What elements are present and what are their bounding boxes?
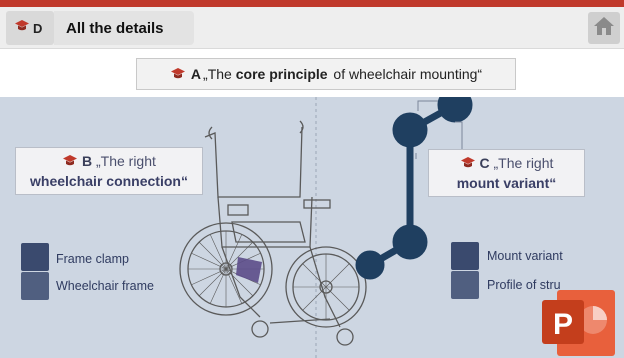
principle-banner[interactable]: A „The core principle of wheelchair moun… bbox=[136, 58, 516, 90]
top-accent-line bbox=[0, 0, 624, 7]
graduation-cap-icon bbox=[14, 19, 30, 38]
box-b-line1: B „The right bbox=[16, 151, 202, 171]
svg-text:P: P bbox=[553, 308, 573, 341]
box-c-letter: C bbox=[479, 155, 490, 171]
frame-clamp-swatch bbox=[21, 243, 49, 271]
legend-wheelchair-frame: Wheelchair frame bbox=[56, 279, 154, 293]
diagram-panel bbox=[0, 97, 624, 358]
wheelchair-frame-swatch bbox=[21, 272, 49, 300]
box-c-quote: „The right bbox=[489, 155, 554, 171]
mount-variant-box[interactable]: C „The right mount variant“ bbox=[428, 149, 585, 197]
legend-mount-variant: Mount variant bbox=[487, 249, 563, 263]
page-title: All the details bbox=[54, 11, 194, 45]
banner-letter: A bbox=[190, 66, 202, 82]
profile-swatch bbox=[451, 271, 479, 299]
box-c-title: mount variant“ bbox=[456, 175, 557, 191]
mount-variant-swatch bbox=[451, 242, 479, 270]
legend-frame-clamp: Frame clamp bbox=[56, 252, 129, 266]
graduation-cap-icon bbox=[170, 67, 186, 81]
legend-profile: Profile of stru bbox=[487, 278, 561, 292]
powerpoint-icon[interactable]: P bbox=[541, 286, 616, 358]
wheelchair-connection-box[interactable]: B „The right wheelchair connection“ bbox=[15, 147, 203, 195]
home-button[interactable] bbox=[588, 12, 620, 44]
home-icon bbox=[593, 16, 615, 41]
wheelchair-diagram bbox=[179, 97, 473, 358]
section-tab-d[interactable]: D bbox=[6, 11, 54, 45]
banner-text-end: of wheelchair mounting“ bbox=[329, 66, 483, 82]
banner-text-bold: core principle bbox=[235, 66, 328, 82]
box-b-letter: B bbox=[81, 153, 93, 169]
graduation-cap-icon bbox=[460, 156, 476, 170]
graduation-cap-icon bbox=[62, 154, 78, 168]
banner-text-start: „The bbox=[203, 66, 236, 82]
section-letter: D bbox=[33, 20, 43, 36]
box-b-title: wheelchair connection“ bbox=[30, 173, 188, 189]
box-b-quote: „The right bbox=[92, 153, 156, 169]
box-c-line1: C „The right bbox=[429, 153, 584, 173]
